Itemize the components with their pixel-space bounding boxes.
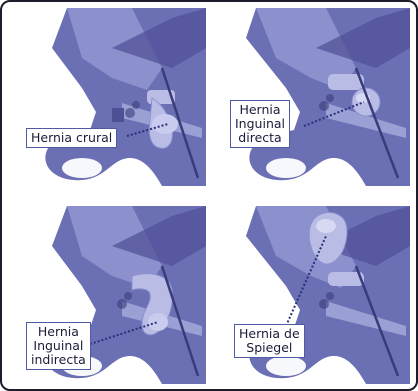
panel-hernia-crural: Hernia crural [12, 8, 206, 186]
label-line: Inguinal [31, 339, 86, 353]
label-hernia-crural: Hernia crural [26, 128, 117, 148]
label-hernia-de-spiegel: Hernia de Spiegel [234, 324, 305, 358]
label-line: directa [235, 131, 285, 145]
label-line: Hernia [31, 325, 86, 339]
label-hernia-inguinal-directa: Hernia Inguinal directa [230, 100, 290, 148]
label-hernia-inguinal-indirecta: Hernia Inguinal indirecta [26, 322, 91, 370]
panel-hernia-inguinal-directa: Hernia Inguinal directa [216, 8, 410, 186]
label-line: indirecta [31, 353, 86, 367]
pelvis-illustration [216, 8, 410, 186]
label-line: Hernia [235, 103, 285, 117]
panel-hernia-de-spiegel: Hernia de Spiegel [216, 206, 410, 384]
label-line: Hernia de [239, 327, 300, 341]
label-line: Spiegel [239, 341, 300, 355]
panel-hernia-inguinal-indirecta: Hernia Inguinal indirecta [12, 206, 206, 384]
pelvis-illustration [12, 8, 206, 186]
label-line: Inguinal [235, 117, 285, 131]
